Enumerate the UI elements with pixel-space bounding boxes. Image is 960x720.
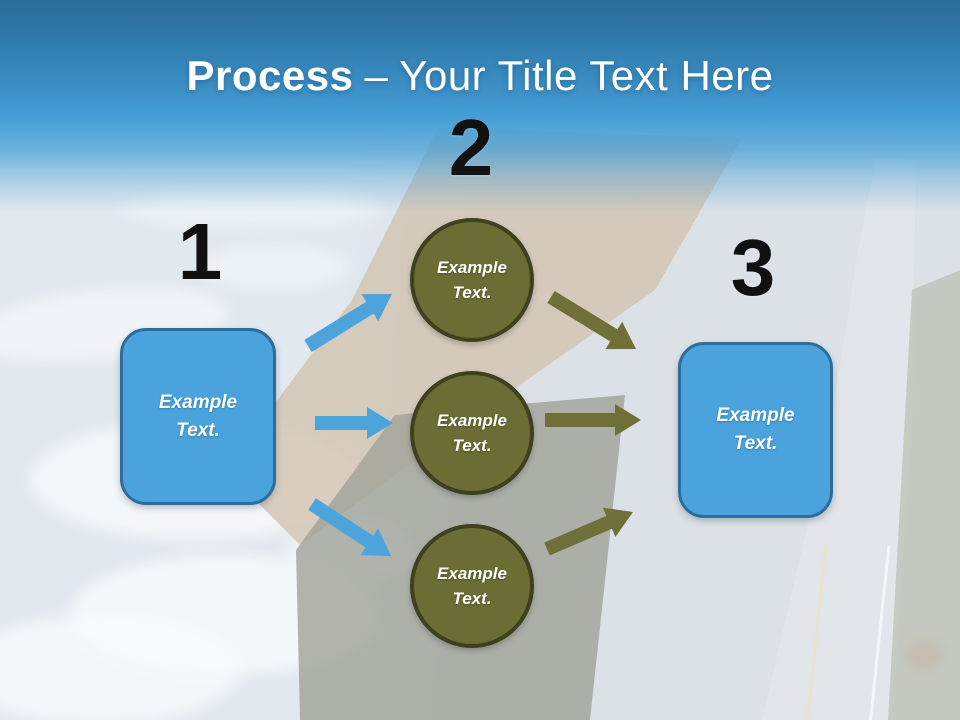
arrow-circle-top-to-rightbox[interactable]: [547, 291, 636, 350]
step-number-3[interactable]: 3: [730, 223, 776, 312]
process-circle-bottom-label: Example Text.: [437, 563, 507, 609]
step-number-1[interactable]: 1: [177, 207, 223, 296]
arrow-leftbox-to-circle-bottom[interactable]: [308, 498, 391, 556]
arrow-leftbox-to-circle-top[interactable]: [304, 294, 392, 352]
title-bold-text: Process: [186, 52, 354, 99]
title-rest-text: Your Title Text Here: [399, 52, 774, 99]
arrow-leftbox-to-circle-middle[interactable]: [315, 407, 393, 439]
arrow-circle-bottom-to-rightbox[interactable]: [544, 507, 633, 556]
arrow-circle-middle-to-rightbox[interactable]: [545, 404, 641, 436]
process-circle-middle-label: Example Text.: [437, 410, 507, 456]
title-separator: –: [364, 52, 389, 99]
process-circle-top[interactable]: Example Text.: [410, 218, 534, 342]
process-box-left[interactable]: Example Text.: [120, 328, 276, 505]
process-circle-top-label: Example Text.: [437, 257, 507, 303]
process-box-left-label: Example Text.: [158, 391, 238, 441]
process-circle-bottom[interactable]: Example Text.: [410, 524, 534, 648]
process-circle-middle[interactable]: Example Text.: [410, 371, 534, 495]
process-box-right-label: Example Text.: [716, 405, 795, 454]
process-box-right[interactable]: Example Text.: [678, 342, 833, 518]
slide-title[interactable]: Process–Your Title Text Here: [0, 52, 960, 100]
step-number-2[interactable]: 2: [448, 103, 494, 192]
